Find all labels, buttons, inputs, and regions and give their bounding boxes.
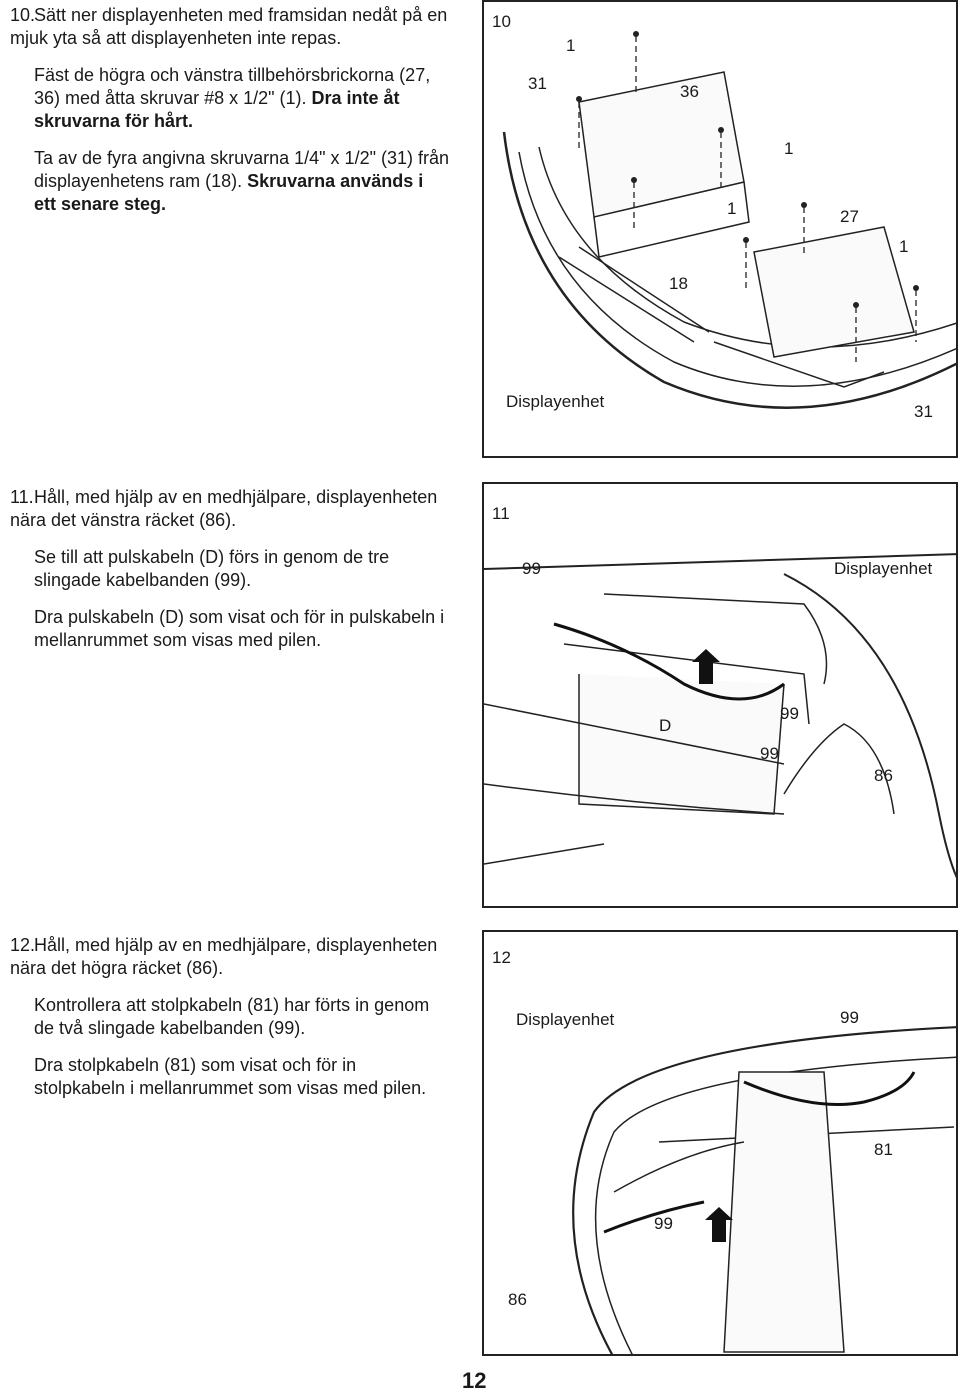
step-12-para-2: Kontrollera att stolpkabeln (81) har för… [10,994,450,1040]
step-text: Håll, med hjälp av en medhjälpare, displ… [10,935,438,978]
step-text: Dra stolpkabeln (81) som visat och för i… [34,1055,427,1098]
figure-11: 11 99 Displayenhet D 99 99 86 [482,482,958,908]
step-warning: Dra inte åt skruvarna för hårt. [34,88,400,131]
callout-label: 27 [840,207,859,226]
step-11-para-2: Se till att pulskabeln (D) förs in genom… [10,546,450,592]
figure-12: 12 Displayenhet 99 81 99 86 [482,930,958,1356]
step-text: Sätt ner displayenheten med framsidan ne… [10,5,448,48]
figure-number: 12 [492,948,511,967]
callout-label: 1 [784,139,794,158]
callout-label: Displayenhet [834,559,933,578]
step-number: 12. [10,935,36,955]
callout-label: 99 [522,559,541,578]
callout-label: Displayenhet [506,392,605,411]
step-12-para-3: Dra stolpkabeln (81) som visat och för i… [10,1054,450,1100]
callout-label: 1 [899,237,909,256]
figure-number: 10 [492,12,511,31]
callout-label: 86 [874,766,893,785]
step-number: 10. [10,5,36,25]
figure-10: 10 1 31 36 1 1 27 1 18 Displayenhet 31 [482,0,958,458]
page-number: 12 [462,1368,487,1393]
step-11-para-3: Dra pulskabeln (D) som visat och för in … [10,606,450,652]
callout-label: 31 [528,74,547,93]
figure-10-drawing [502,31,956,409]
step-note: Skruvarna används i ett senare steg. [34,171,424,214]
callout-label: 1 [727,199,737,218]
step-10-intro: 10.Sätt ner displayenheten med framsidan… [10,4,450,50]
callout-label: 31 [914,402,933,421]
figure-11-drawing [484,553,956,879]
callout-label: Displayenhet [516,1010,615,1029]
step-11-intro: 11.Håll, med hjälp av en medhjälpare, di… [10,486,450,532]
step-text: Se till att pulskabeln (D) förs in genom… [34,547,390,590]
step-11: 11.Håll, med hjälp av en medhjälpare, di… [10,486,450,666]
figure-number: 11 [492,504,510,523]
step-10-para-3: Ta av de fyra angivna skruvarna 1/4" x 1… [10,147,450,216]
step-text: Dra pulskabeln (D) som visat och för in … [34,607,445,650]
step-10-para-2: Fäst de högra och vänstra tillbehörsbric… [10,64,450,133]
step-text: Håll, med hjälp av en medhjälpare, displ… [10,487,438,530]
step-number: 11. [10,487,34,507]
step-text: Kontrollera att stolpkabeln (81) har för… [34,995,430,1038]
step-text: Fäst de högra och vänstra tillbehörsbric… [34,65,431,108]
figure-12-drawing [572,1026,956,1354]
callout-label: 1 [566,36,576,55]
callout-label: 81 [874,1140,893,1159]
callout-label: 99 [760,744,779,763]
callout-label: 86 [508,1290,527,1309]
callout-label: D [659,716,672,735]
callout-label: 99 [654,1214,673,1233]
step-10: 10.Sätt ner displayenheten med framsidan… [10,4,450,230]
step-text: Ta av de fyra angivna skruvarna 1/4" x 1… [34,148,449,191]
callout-label: 36 [680,82,699,101]
step-12-intro: 12.Håll, med hjälp av en medhjälpare, di… [10,934,450,980]
callout-label: 99 [840,1008,859,1027]
callout-label: 99 [780,704,799,723]
step-12: 12.Håll, med hjälp av en medhjälpare, di… [10,934,450,1114]
callout-label: 18 [669,274,688,293]
